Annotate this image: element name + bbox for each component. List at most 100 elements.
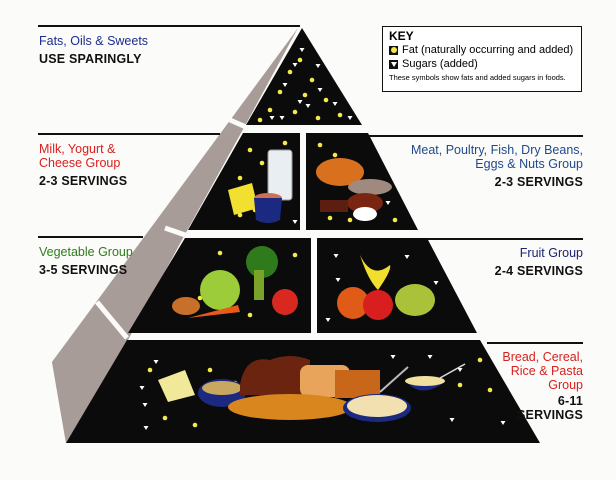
sugar-triangle-icon xyxy=(332,102,338,106)
sugar-triangle-icon xyxy=(317,88,323,92)
label-fruit: Fruit Group 2-4 SERVINGS xyxy=(495,246,583,278)
sugar-triangle-icon xyxy=(315,64,321,68)
sugar-triangle-icon xyxy=(325,318,331,322)
label-vegetable: Vegetable Group 3-5 SERVINGS xyxy=(39,245,133,277)
fat-dot-icon xyxy=(332,152,338,158)
servings: SERVINGS xyxy=(517,408,583,422)
sugar-triangle-icon xyxy=(279,116,285,120)
label-milk: Milk, Yogurt & Cheese Group 2-3 SERVINGS xyxy=(39,142,127,188)
group-name: Vegetable Group xyxy=(39,245,133,259)
fat-dot-icon xyxy=(315,115,321,121)
sugar-triangle-icon xyxy=(404,255,410,259)
fat-dot-icon xyxy=(237,175,243,181)
sugar-triangle-icon xyxy=(385,201,391,205)
fat-dot-icon xyxy=(487,387,493,393)
fat-dot-icon xyxy=(292,252,298,258)
fat-dot-icon xyxy=(457,382,463,388)
fat-dot-icon xyxy=(347,217,353,223)
fat-dot-icon xyxy=(247,147,253,153)
tier-fats xyxy=(246,28,362,125)
sugar-triangle-icon xyxy=(305,104,311,108)
divider-fruit xyxy=(427,238,583,240)
sugar-triangle-icon xyxy=(347,116,353,120)
meat-foods-illustration xyxy=(316,158,392,221)
fat-dot-icon xyxy=(282,140,288,146)
fat-dot-icon xyxy=(247,312,253,318)
fruit-foods-illustration xyxy=(337,255,435,320)
sugar-triangle-icon xyxy=(333,254,339,258)
label-meat: Meat, Poultry, Fish, Dry Beans, Eggs & N… xyxy=(411,143,583,189)
fat-dot-icon xyxy=(309,77,315,83)
sugar-triangle-icon xyxy=(269,116,275,120)
fat-dot-icon xyxy=(257,117,263,123)
group-name: Cheese Group xyxy=(39,156,121,170)
sugar-triangle-icon xyxy=(292,63,298,67)
vegetable-foods-illustration xyxy=(172,246,298,318)
milk-foods-illustration xyxy=(228,149,293,223)
divider-meat xyxy=(368,135,583,137)
key-note: These symbols show fats and added sugars… xyxy=(389,73,566,82)
pyramid-side-face-lower xyxy=(52,28,298,443)
key-legend: KEY Fat (naturally occurring and added) … xyxy=(382,26,582,92)
divider-milk xyxy=(38,133,220,135)
sugar-triangle-icon xyxy=(292,220,298,224)
divider-fats xyxy=(38,25,300,27)
fat-dot-icon xyxy=(302,92,308,98)
sugar-triangle-icon xyxy=(500,421,506,425)
group-name: Bread, Cereal, xyxy=(502,350,583,364)
servings: 6-11 xyxy=(557,394,583,408)
sugar-triangle-icon xyxy=(139,386,145,390)
group-name: Fats, Oils & Sweets xyxy=(39,34,149,48)
tier-fruit xyxy=(317,238,477,333)
key-title: KEY xyxy=(389,29,414,43)
key-sugar-label: Sugars (added) xyxy=(402,58,478,70)
fat-dot-icon xyxy=(477,357,483,363)
sugar-triangle-icon xyxy=(433,281,439,285)
fat-dot-icon xyxy=(259,160,265,166)
fat-dot-icon xyxy=(192,422,198,428)
divider-bread xyxy=(487,342,583,344)
fat-dot-icon xyxy=(317,142,323,148)
fat-dot-icon xyxy=(292,109,298,115)
sugar-triangle-icon xyxy=(299,48,305,52)
key-fat-label: Fat (naturally occurring and added) xyxy=(402,44,574,56)
sugar-triangle-icon xyxy=(297,100,303,104)
fat-dot-icon xyxy=(147,367,153,373)
sugar-triangle-icon xyxy=(390,355,396,359)
fat-dot-icon xyxy=(207,367,213,373)
label-bread: Bread, Cereal, Rice & Pasta Group 6-11 S… xyxy=(502,350,583,422)
fat-dot-icon xyxy=(297,57,303,63)
fat-dot-icon xyxy=(327,215,333,221)
sugar-triangle-icon xyxy=(449,418,455,422)
bread-foods-illustration xyxy=(158,356,466,422)
sugar-triangle-icon xyxy=(142,403,148,407)
divider-vegetable xyxy=(38,236,143,238)
group-name: Rice & Pasta xyxy=(510,364,583,378)
servings: 3-5 SERVINGS xyxy=(39,263,128,277)
fat-dot-icon xyxy=(197,295,203,301)
fat-dot-icon xyxy=(217,250,223,256)
fat-dot-icon xyxy=(287,69,293,75)
servings: 2-3 SERVINGS xyxy=(494,175,583,189)
group-name: Eggs & Nuts Group xyxy=(475,157,583,171)
fat-dot-icon xyxy=(277,89,283,95)
group-name: Group xyxy=(548,378,583,392)
servings: 2-3 SERVINGS xyxy=(39,174,128,188)
key-fat-row: Fat (naturally occurring and added) xyxy=(389,43,581,57)
sugar-triangle-icon xyxy=(282,83,288,87)
fat-dot-icon xyxy=(267,107,273,113)
servings: USE SPARINGLY xyxy=(39,52,142,66)
sugar-triangle-icon xyxy=(153,360,159,364)
sugar-triangle-icon xyxy=(389,59,398,69)
fat-dot-icon xyxy=(237,212,243,218)
label-fats: Fats, Oils & Sweets USE SPARINGLY xyxy=(39,34,148,66)
group-name: Milk, Yogurt & xyxy=(39,142,116,156)
key-sugar-row: Sugars (added) xyxy=(389,57,581,71)
fat-dot-icon xyxy=(323,97,329,103)
fat-dot-icon xyxy=(162,415,168,421)
fat-dot-icon xyxy=(392,217,398,223)
fat-dot-icon xyxy=(337,112,343,118)
servings: 2-4 SERVINGS xyxy=(494,264,583,278)
